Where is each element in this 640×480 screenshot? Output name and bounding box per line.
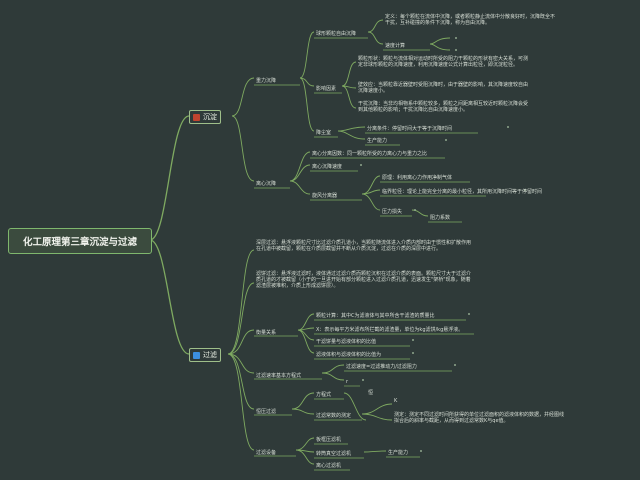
- node-deep-filtration[interactable]: 深层过滤：悬浮液颗粒尺寸比过滤介质孔道小，当颗粒随流体进入介质内部时由于惯性和扩…: [256, 240, 472, 252]
- node-pressure-drop[interactable]: 压力损失: [382, 209, 403, 215]
- node-dry-mass[interactable]: 干滤饼量与滤液体积的比值: [316, 339, 377, 345]
- node-separation-condition[interactable]: 分离条件：停留时间大于等于沉降时间: [367, 126, 453, 132]
- node-cyclone-principle[interactable]: 原理：利用离心力作用净制气体: [382, 175, 453, 181]
- node-gravity[interactable]: 重力沉降: [256, 78, 277, 84]
- leaf-marker: [455, 49, 457, 51]
- leaf-marker: [420, 450, 422, 452]
- node-cyclone[interactable]: 旋风分离器: [312, 193, 338, 199]
- root-title: 化工原理第三章沉淀与过滤: [22, 237, 137, 248]
- node-equation[interactable]: 方程式: [316, 392, 332, 398]
- topic-sediment-label: 沉淀: [203, 113, 217, 121]
- leaf-marker: [412, 339, 414, 341]
- leaf-marker: [455, 37, 457, 39]
- node-factors[interactable]: 影响因素: [316, 86, 337, 92]
- leaf-marker: [445, 139, 447, 141]
- leaf-marker: [362, 379, 364, 381]
- node-equation-2[interactable]: r: [346, 379, 349, 385]
- node-measure-method[interactable]: 测定：测定不同过滤时间所获得的单位过滤面积的滤液体积的数据，并经图线拟合后的斜率…: [394, 412, 565, 424]
- node-cake-filtration[interactable]: 滤饼过滤：悬浮液过滤时，液体通过过滤介质而颗粒沉积在过滤介质的表面。颗粒尺寸大于…: [256, 271, 472, 289]
- node-factor-shape[interactable]: 颗粒形状：颗粒与流体相对运动时所受的阻力干颗粒的形状有密大关系，可测定非球形颗粒…: [358, 56, 529, 68]
- node-factor-hindered[interactable]: 干扰沉降：当非均相物系中颗粒较多，颗粒之间距离相互较近时颗粒沉降会受到其他颗粒的…: [358, 101, 529, 113]
- node-centrifugal-velocity[interactable]: 离心沉降速度: [312, 164, 343, 170]
- square-flag-red-icon: [193, 113, 200, 121]
- node-resistance-coefficient[interactable]: 阻力系数: [430, 215, 451, 221]
- node-separation-factor[interactable]: 离心分离因数：同一颗粒所受的力离心力与重力之比: [312, 151, 428, 157]
- node-centrifugal[interactable]: 离心沉降: [256, 181, 277, 187]
- root-node[interactable]: 化工原理第三章沉淀与过滤: [8, 228, 152, 254]
- node-definition[interactable]: 定义：每个颗粒在流体中沉降，或者颗粒静止流体中分散良好时，沉降既全不干扰，互补碰…: [385, 14, 556, 26]
- node-settler[interactable]: 降尘室: [316, 130, 332, 136]
- node-cake-volume[interactable]: 滤液体积与滤液体积的比值为: [316, 352, 382, 358]
- leaf-marker: [507, 126, 509, 128]
- node-constant-sign[interactable]: 恒: [368, 390, 374, 396]
- node-constant-measure[interactable]: 过滤常数的测定: [316, 413, 352, 419]
- node-productivity[interactable]: 生产能力: [367, 138, 388, 144]
- node-capacity[interactable]: 生产能力: [388, 450, 409, 456]
- leaf-marker: [468, 313, 470, 315]
- node-factor-wall[interactable]: 壁效应：当颗粒靠近器壁时受阻沉降时，由于器壁的影响，其沉降速度较自由沉降速度小。: [358, 82, 529, 94]
- leaf-marker: [454, 364, 456, 366]
- node-x-definition[interactable]: X：表示每平方米滤布所拦截的滤渣量，单位为kg滤饼/kg悬浮液。: [316, 327, 464, 333]
- node-plate-press[interactable]: 板框压滤机: [316, 437, 342, 443]
- node-k-label[interactable]: K: [394, 398, 398, 404]
- node-volume-calc[interactable]: 颗粒计算：其中C为滤液体与其中所含干滤渣的质量比: [316, 313, 435, 319]
- node-centrifuge[interactable]: 离心过滤机: [316, 463, 342, 469]
- node-basic-equation[interactable]: 过滤速率基本方程式: [256, 373, 302, 379]
- leaf-marker: [412, 352, 414, 354]
- leaf-marker: [414, 209, 416, 211]
- node-balance[interactable]: 衡量关系: [256, 330, 277, 336]
- node-equipment[interactable]: 过滤设备: [256, 450, 277, 456]
- topic-sediment[interactable]: 沉淀: [189, 110, 221, 124]
- topic-filtration-label: 过滤: [203, 351, 217, 359]
- node-free-settling[interactable]: 球形颗粒自由沉降: [316, 31, 357, 37]
- square-flag-blue-icon: [193, 351, 200, 359]
- node-rotary-drum[interactable]: 转筒真空过滤机: [316, 451, 352, 457]
- node-constant-pressure[interactable]: 恒压过滤: [256, 409, 277, 415]
- node-cyclone-performance[interactable]: 临界粒径：理论上能完全分离的最小粒径，其所用沉降时间等于停留时间: [382, 189, 543, 195]
- node-velocity-calc[interactable]: 速度计算: [385, 43, 406, 49]
- topic-filtration[interactable]: 过滤: [189, 348, 221, 362]
- node-equation-1[interactable]: 过滤速度=过滤推动力/过滤阻力: [346, 364, 417, 370]
- leaf-marker: [524, 189, 526, 191]
- leaf-marker: [360, 164, 362, 166]
